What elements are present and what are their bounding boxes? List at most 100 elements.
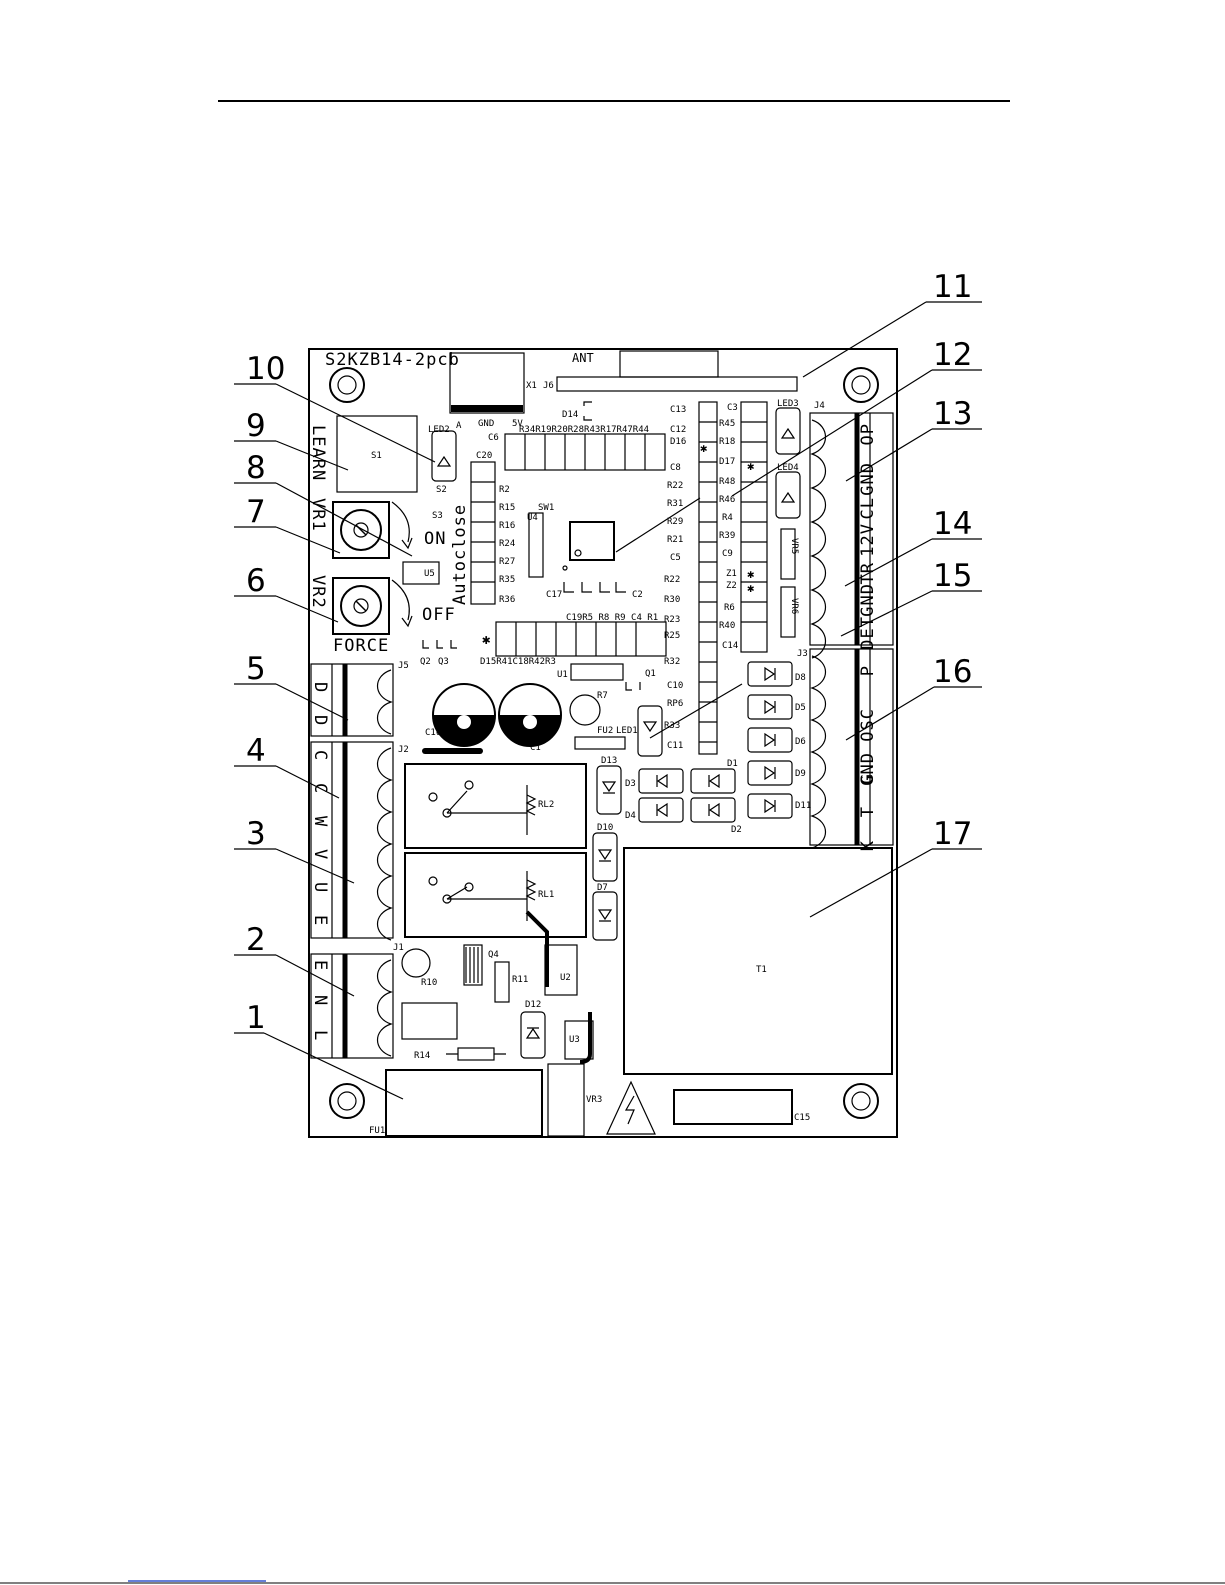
svg-text:C20: C20: [476, 451, 492, 461]
svg-text:✱: ✱: [482, 632, 491, 648]
svg-text:U2: U2: [560, 973, 571, 983]
board-outline: [308, 348, 898, 1138]
svg-text:CL: CL: [858, 497, 878, 519]
svg-text:Z1: Z1: [726, 569, 737, 579]
svg-text:4: 4: [246, 733, 266, 769]
svg-text:D1: D1: [727, 759, 738, 769]
svg-text:13: 13: [933, 396, 972, 432]
board-name: S2KZB14-2pcb: [325, 350, 460, 370]
svg-text:2: 2: [246, 922, 266, 958]
terminal-j3-labels: P OSC GND G T K: [858, 665, 878, 851]
svg-text:DET: DET: [858, 616, 878, 650]
top-resistor-row: R34R19R20R28R43R17R47R44 C6: [488, 425, 666, 471]
svg-text:E: E: [310, 960, 330, 971]
svg-text:✱: ✱: [747, 567, 754, 581]
svg-text:R36: R36: [499, 595, 515, 605]
svg-text:LED3: LED3: [777, 399, 799, 409]
svg-text:R35: R35: [499, 575, 515, 585]
svg-text:R2: R2: [499, 485, 510, 495]
svg-text:Q4: Q4: [488, 950, 499, 960]
trimmer-vr2: [332, 577, 390, 635]
svg-text:R33: R33: [664, 721, 680, 731]
svg-text:8: 8: [246, 450, 266, 486]
svg-text:R45: R45: [719, 419, 735, 429]
svg-text:D: D: [310, 715, 330, 726]
svg-text:K: K: [858, 840, 878, 851]
on-off-arrows: ON OFF U5: [391, 501, 455, 628]
svg-text:R10: R10: [421, 978, 437, 988]
svg-text:D3: D3: [625, 779, 636, 789]
a-label: A: [456, 421, 462, 431]
svg-text:C14: C14: [722, 641, 738, 651]
svg-text:J4: J4: [814, 401, 825, 411]
svg-text:C5: C5: [670, 553, 681, 563]
learn-switch-area: S1 LED2 S2 S3: [336, 415, 457, 521]
svg-text:VR6: VR6: [789, 598, 799, 614]
svg-text:U: U: [310, 882, 330, 893]
svg-text:GND: GND: [858, 752, 878, 786]
svg-text:VR5: VR5: [789, 538, 799, 554]
callout-numbers: 1 2 3 4 5 6 7 8 9 10 11 12 13 14 15 16 1…: [246, 269, 972, 1036]
svg-text:LED1: LED1: [616, 726, 638, 736]
svg-text:C3: C3: [727, 403, 738, 413]
svg-text:D10: D10: [597, 823, 613, 833]
svg-text:R23: R23: [664, 615, 680, 625]
svg-text:11: 11: [933, 269, 972, 305]
svg-text:RL1: RL1: [538, 890, 554, 900]
terminal-j4: J4: [809, 401, 894, 659]
svg-text:1: 1: [246, 1000, 266, 1036]
svg-text:OSC: OSC: [858, 708, 878, 742]
svg-text:R31: R31: [667, 499, 683, 509]
svg-text:R27: R27: [499, 557, 515, 567]
svg-text:D4: D4: [625, 811, 636, 821]
svg-text:R29: R29: [667, 517, 683, 527]
svg-text:C12: C12: [670, 425, 686, 435]
svg-text:R6: R6: [724, 603, 735, 613]
lower-power-section: R10 Q4 R11 R14 U2 D12 U3: [401, 944, 594, 1064]
svg-text:R16: R16: [499, 521, 515, 531]
svg-text:J2: J2: [398, 745, 409, 755]
svg-text:D8: D8: [795, 673, 806, 683]
svg-text:R18: R18: [719, 437, 735, 447]
svg-text:R46: R46: [719, 495, 735, 505]
svg-text:FU2: FU2: [597, 726, 613, 736]
svg-text:LED2: LED2: [428, 425, 450, 435]
svg-text:12: 12: [933, 337, 972, 373]
svg-text:C19R5 R8 R9 C4 R1: C19R5 R8 R9 C4 R1: [566, 613, 658, 623]
svg-text:D16: D16: [670, 437, 686, 447]
right-diodes: D8 D5 D6 D9 D11: [747, 661, 811, 819]
svg-text:Q1: Q1: [645, 669, 656, 679]
svg-text:RL2: RL2: [538, 800, 554, 810]
svg-text:C10: C10: [667, 681, 683, 691]
svg-text:U5: U5: [424, 569, 435, 579]
svg-text:V: V: [310, 849, 330, 860]
mounting-holes: [329, 367, 879, 1119]
svg-text:R11: R11: [512, 975, 528, 985]
svg-text:C1: C1: [530, 743, 541, 753]
svg-text:D9: D9: [795, 769, 806, 779]
svg-text:S1: S1: [371, 451, 382, 461]
svg-text:T: T: [858, 806, 878, 817]
vr2-label: VR2: [308, 575, 328, 609]
indicator-leds: LED3 LED4 VR5 VR6: [775, 399, 801, 638]
svg-text:J5: J5: [398, 661, 409, 671]
ant-label: ANT: [572, 351, 594, 365]
antenna-area: ANT X1 J6 GND 5V A D14: [449, 350, 798, 431]
svg-text:R25: R25: [664, 631, 680, 641]
svg-text:C2: C2: [632, 590, 643, 600]
column-a: C13 C12 D16 C8 R22 R31 R29 R21 C5 R22 R3…: [664, 401, 718, 755]
svg-text:Q3: Q3: [438, 657, 449, 667]
svg-text:10: 10: [246, 351, 285, 387]
svg-text:R40: R40: [719, 621, 735, 631]
svg-text:D11: D11: [795, 801, 811, 811]
svg-text:C15: C15: [794, 1113, 810, 1123]
svg-text:R7: R7: [597, 691, 608, 701]
bottom-components: FU1 VR3 C15: [369, 1063, 810, 1137]
svg-text:R22: R22: [667, 481, 683, 491]
svg-text:D2: D2: [731, 825, 742, 835]
svg-text:U1: U1: [557, 670, 568, 680]
svg-text:C17: C17: [546, 590, 562, 600]
svg-text:C11: C11: [667, 741, 683, 751]
svg-text:5: 5: [246, 651, 266, 687]
